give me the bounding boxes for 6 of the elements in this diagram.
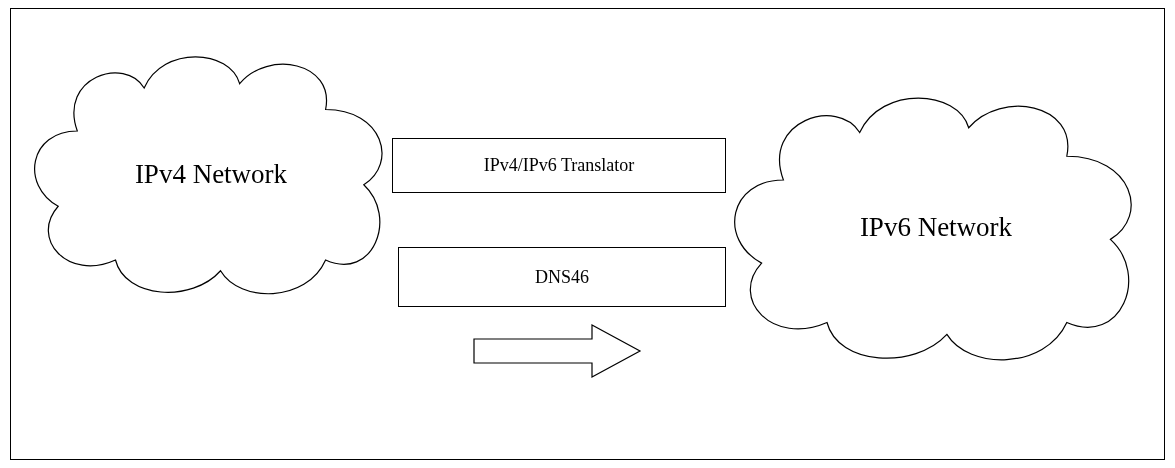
cloud-label: IPv6 Network <box>859 211 1013 245</box>
cloud-label: IPv4 Network <box>134 157 288 191</box>
box-label: IPv4/IPv6 Translator <box>483 154 635 177</box>
component-box <box>392 138 726 193</box>
component-box <box>398 247 726 307</box>
box-label: DNS46 <box>535 265 589 289</box>
